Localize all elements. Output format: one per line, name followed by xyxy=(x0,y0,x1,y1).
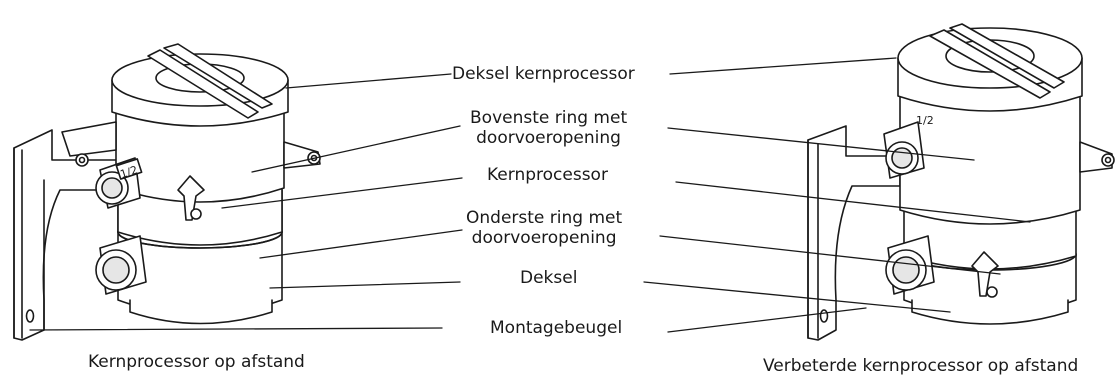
label-core-processor: Kernprocessor xyxy=(487,165,608,185)
leader-cover-right xyxy=(643,281,951,313)
label-cover: Deksel xyxy=(520,268,578,288)
caption-left: Kernprocessor op afstand xyxy=(88,352,305,372)
label-lower-ring: Onderste ring met doorvoeropening xyxy=(466,208,622,248)
leader-upper-ring-right xyxy=(667,127,975,161)
label-lower-ring-line2: doorvoeropening xyxy=(471,228,617,248)
caption-right: Verbeterde kernprocessor op afstand xyxy=(763,356,1079,376)
right-port-mark: 1/2 xyxy=(916,114,934,127)
leader-core-right xyxy=(675,181,1031,223)
leader-bracket-left xyxy=(29,327,443,331)
label-lower-ring-line1: Onderste ring met xyxy=(466,208,623,228)
left-device-illustration xyxy=(13,43,321,341)
leader-bracket-right xyxy=(667,307,867,333)
leader-lower-ring-right xyxy=(659,235,1001,275)
label-mounting-bracket: Montagebeugel xyxy=(490,318,623,338)
left-port-mark: 1/2 xyxy=(119,163,140,181)
label-cover-core-processor: Deksel kernprocessor xyxy=(452,64,635,84)
leader-cover-core-right xyxy=(669,57,897,75)
right-upper-body xyxy=(899,89,1081,225)
leader-lines xyxy=(29,57,1031,333)
leader-upper-ring-left xyxy=(251,125,461,173)
label-upper-ring: Bovenste ring met doorvoeropening xyxy=(470,108,627,148)
right-device-illustration xyxy=(807,23,1115,341)
leader-cover-left xyxy=(269,281,461,289)
label-upper-ring-line2: doorvoeropening xyxy=(476,128,621,148)
leader-core-left xyxy=(221,177,463,209)
leader-cover-core-left xyxy=(285,73,452,89)
leader-lower-ring-left xyxy=(259,229,463,259)
label-upper-ring-line1: Bovenste ring met xyxy=(470,108,628,128)
left-mounting-bracket xyxy=(13,129,121,341)
